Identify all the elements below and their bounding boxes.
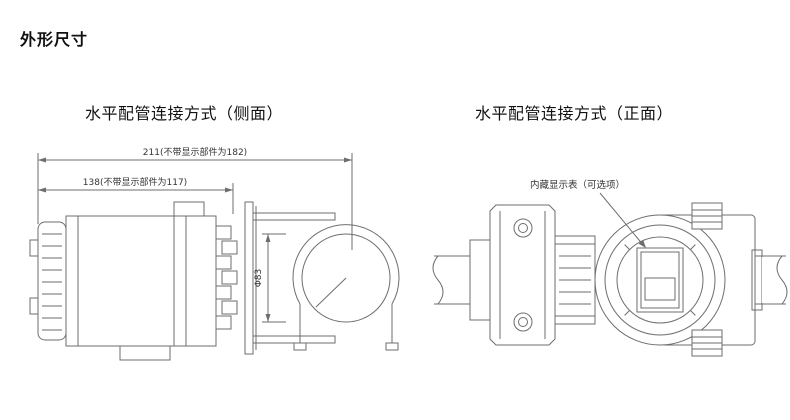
- diameter-label: Φ83: [254, 269, 264, 288]
- side-view-caption: 水平配管连接方式（侧面）: [85, 104, 284, 123]
- left-pipe: [432, 255, 470, 305]
- dimension-total-label: 211(不带显示部件为182): [143, 146, 247, 158]
- display-annotation: 内藏显示表（可选项）: [530, 179, 625, 191]
- dimension-diameter: Φ83: [254, 233, 286, 323]
- front-view-drawing: 内藏显示表（可选项）: [432, 179, 788, 357]
- annotation-leader: 内藏显示表（可选项）: [530, 179, 646, 248]
- dimension-partial-label: 138(不带显示部件为117): [83, 176, 187, 188]
- dimension-total-211: 211(不带显示部件为182): [37, 146, 353, 250]
- pipe-and-ubolt: [292, 224, 400, 351]
- neck-ribs: [554, 235, 596, 325]
- right-pipe: [755, 255, 788, 305]
- side-view-drawing: 211(不带显示部件为182) 138(不带显示部件为117): [29, 146, 400, 361]
- dimension-partial-138: 138(不带显示部件为117): [38, 176, 234, 214]
- conduit-entries: [691, 202, 723, 357]
- transmitter-housing-side: [29, 201, 238, 361]
- mounting-bracket-side: [244, 201, 336, 355]
- front-view-caption: 水平配管连接方式（正面）: [475, 104, 674, 123]
- page-title: 外形尺寸: [20, 30, 89, 49]
- pipe-clamp-front: [469, 239, 491, 321]
- display-bezel: [594, 214, 726, 346]
- process-manifold: [489, 204, 556, 346]
